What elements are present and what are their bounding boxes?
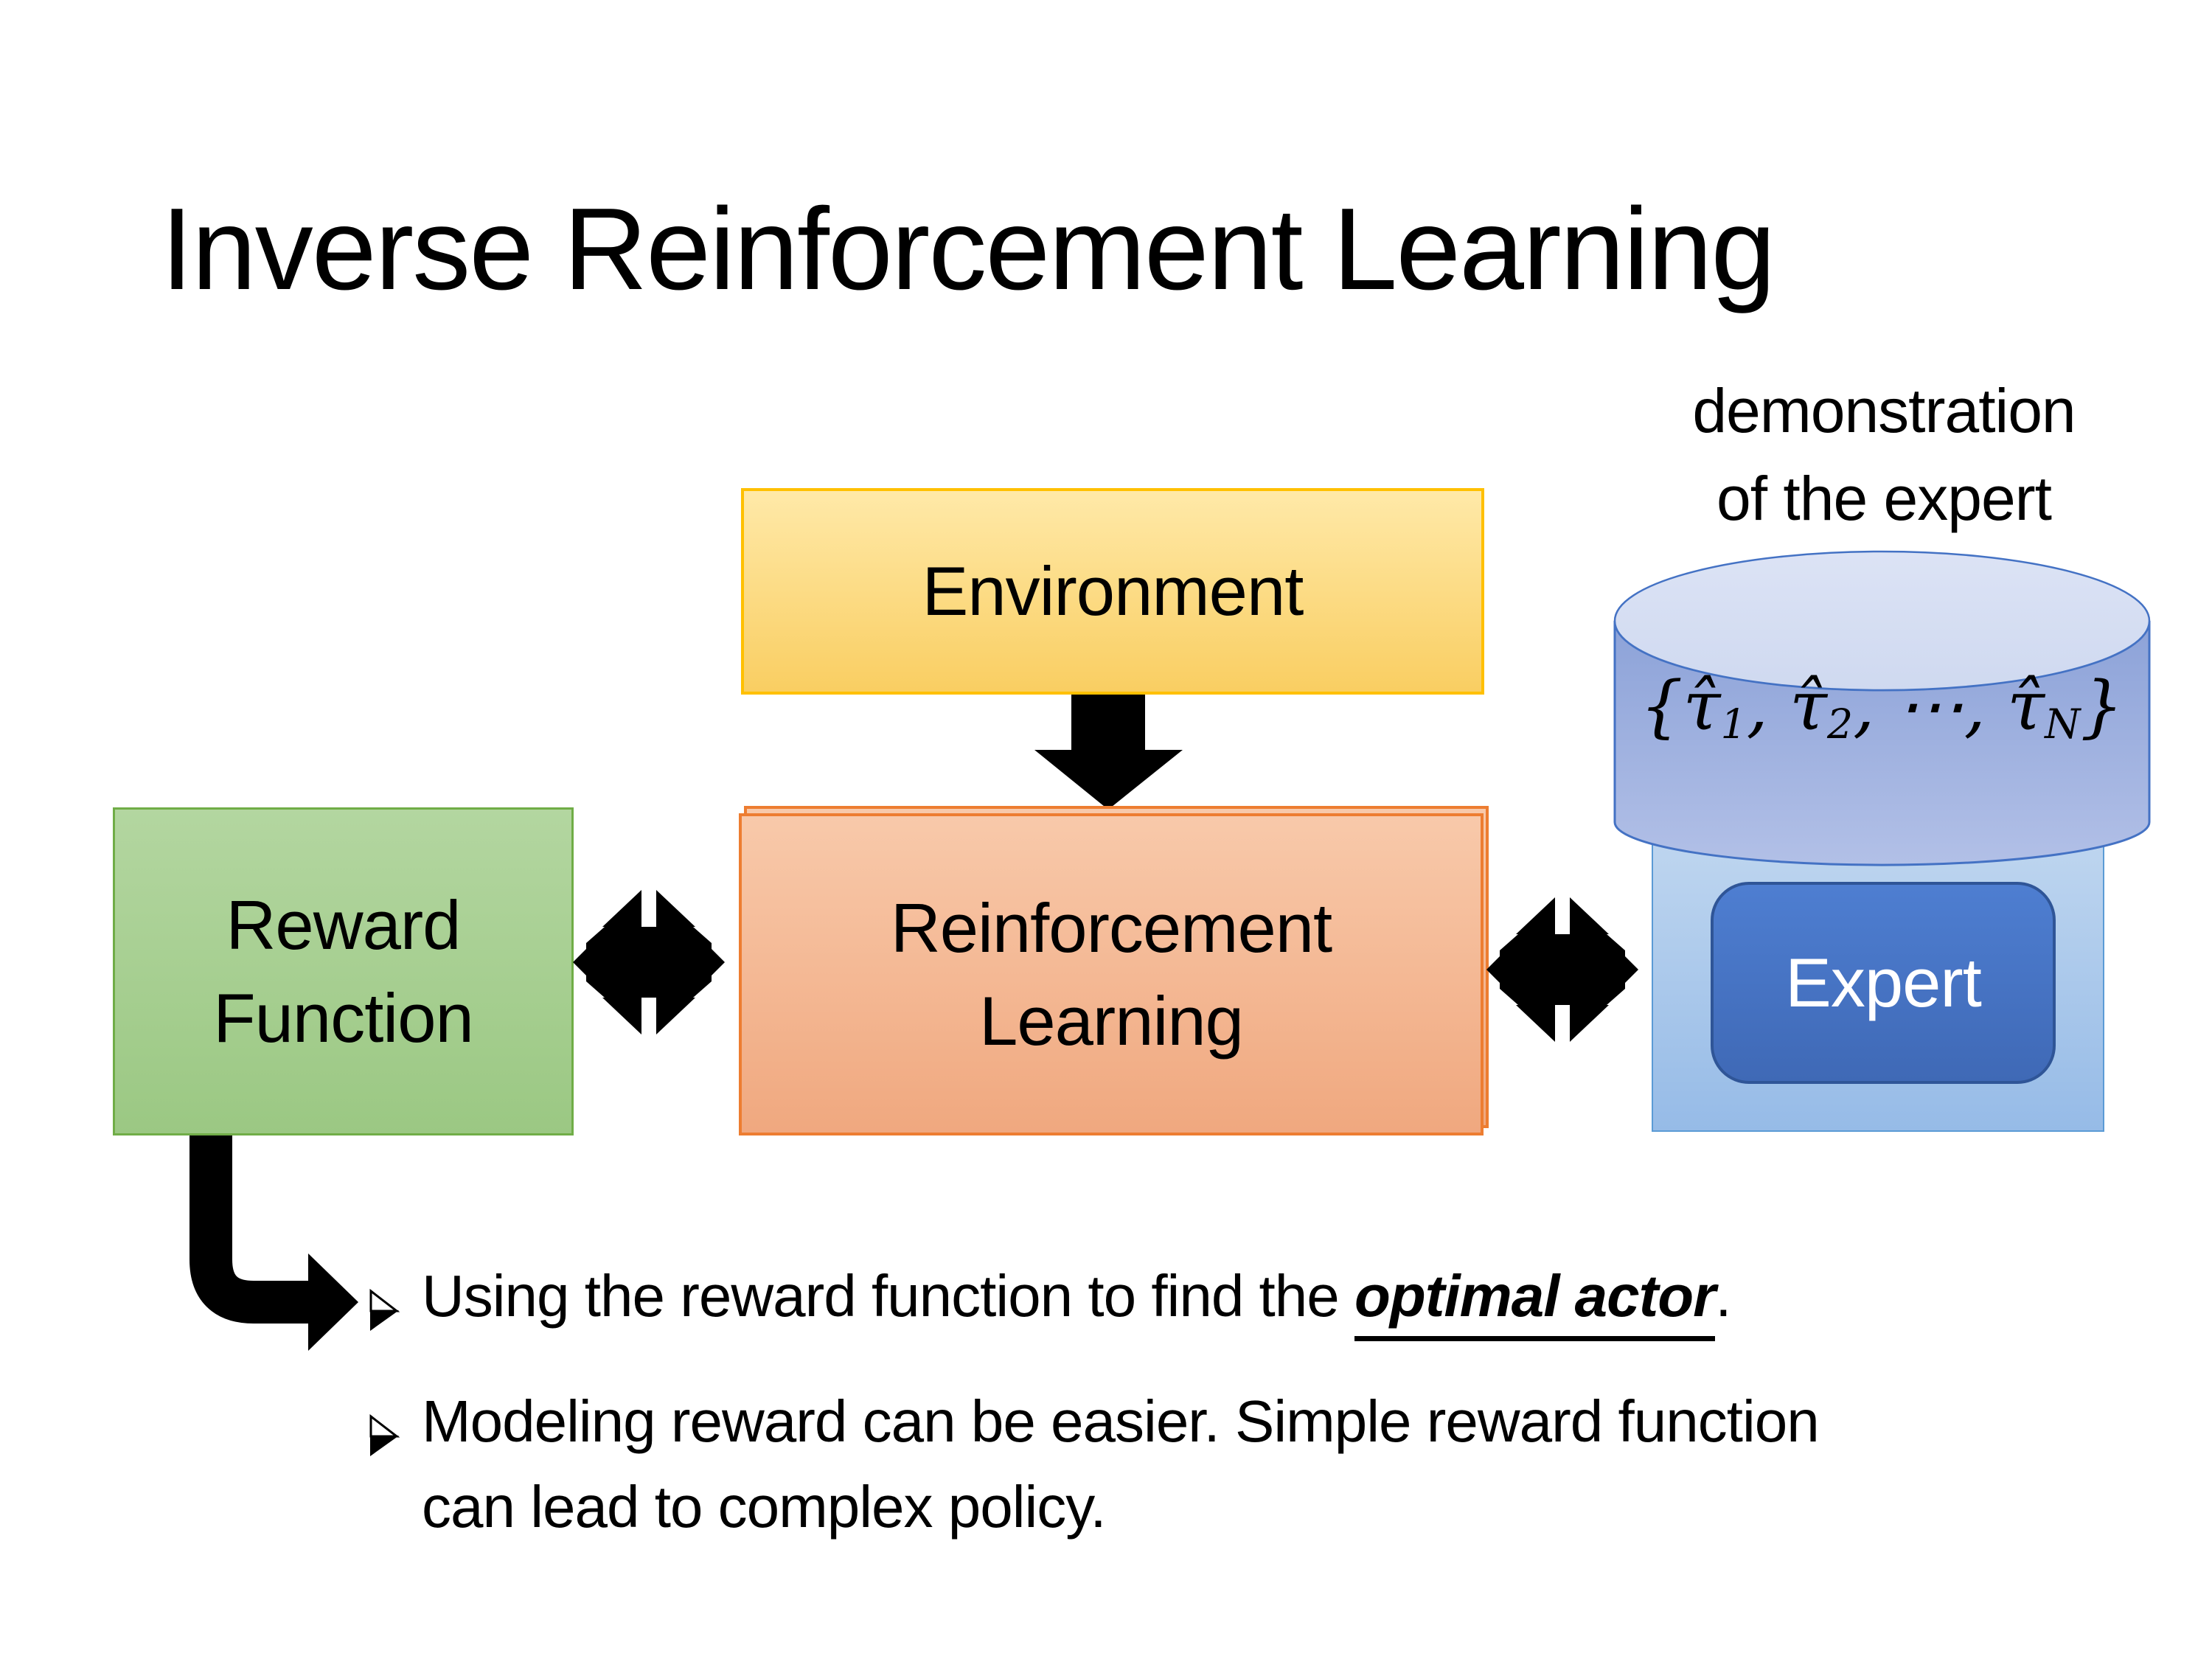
database-cylinder-icon bbox=[1613, 550, 2151, 866]
reward-function-label: Reward Function bbox=[213, 886, 474, 1057]
expert-box: Expert bbox=[1711, 882, 2056, 1084]
environment-box: Environment bbox=[741, 488, 1484, 695]
bullet-item-modeling-reward: Modeling reward can be easier. Simple re… bbox=[369, 1379, 1932, 1550]
down-arrow-icon bbox=[1034, 695, 1183, 810]
bullet-arrow-icon bbox=[369, 1414, 400, 1456]
bullet-item-optimal-actor: Using the reward function to find the op… bbox=[369, 1253, 2138, 1341]
bullet-text: Modeling reward can be easier. Simple re… bbox=[422, 1388, 1820, 1540]
bullet-arrow-icon bbox=[369, 1289, 400, 1331]
reinforcement-learning-label: Reinforcement Learning bbox=[890, 888, 1332, 1060]
reward-function-box: Reward Function bbox=[113, 807, 574, 1135]
environment-label: Environment bbox=[922, 552, 1304, 630]
elbow-arrow-icon bbox=[189, 1135, 358, 1351]
optimal-actor-highlight: optimal actor bbox=[1354, 1263, 1716, 1341]
double-arrow-icon bbox=[573, 890, 725, 1034]
bullet-text: Using the reward function to find the op… bbox=[422, 1253, 1732, 1341]
slide-title: Inverse Reinforcement Learning bbox=[161, 184, 1775, 314]
expert-label: Expert bbox=[1785, 944, 1982, 1021]
demonstration-caption: demonstration of the expert bbox=[1692, 376, 2076, 534]
double-arrow-icon bbox=[1486, 897, 1638, 1042]
reinforcement-learning-box: Reinforcement Learning bbox=[739, 813, 1484, 1135]
trajectory-set-formula: {τ̂1, τ̂2, ⋯, τ̂N} bbox=[1640, 667, 2124, 749]
